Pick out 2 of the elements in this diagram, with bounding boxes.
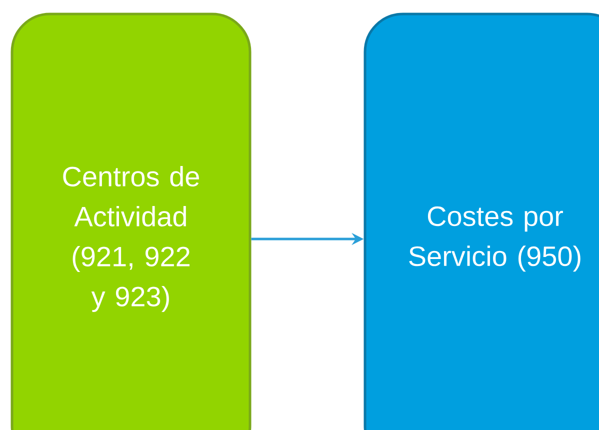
process-box: Costes por Servicio (950) [364, 12, 599, 430]
process-box: Centros de Actividad (921, 922 y 923) [10, 12, 252, 430]
